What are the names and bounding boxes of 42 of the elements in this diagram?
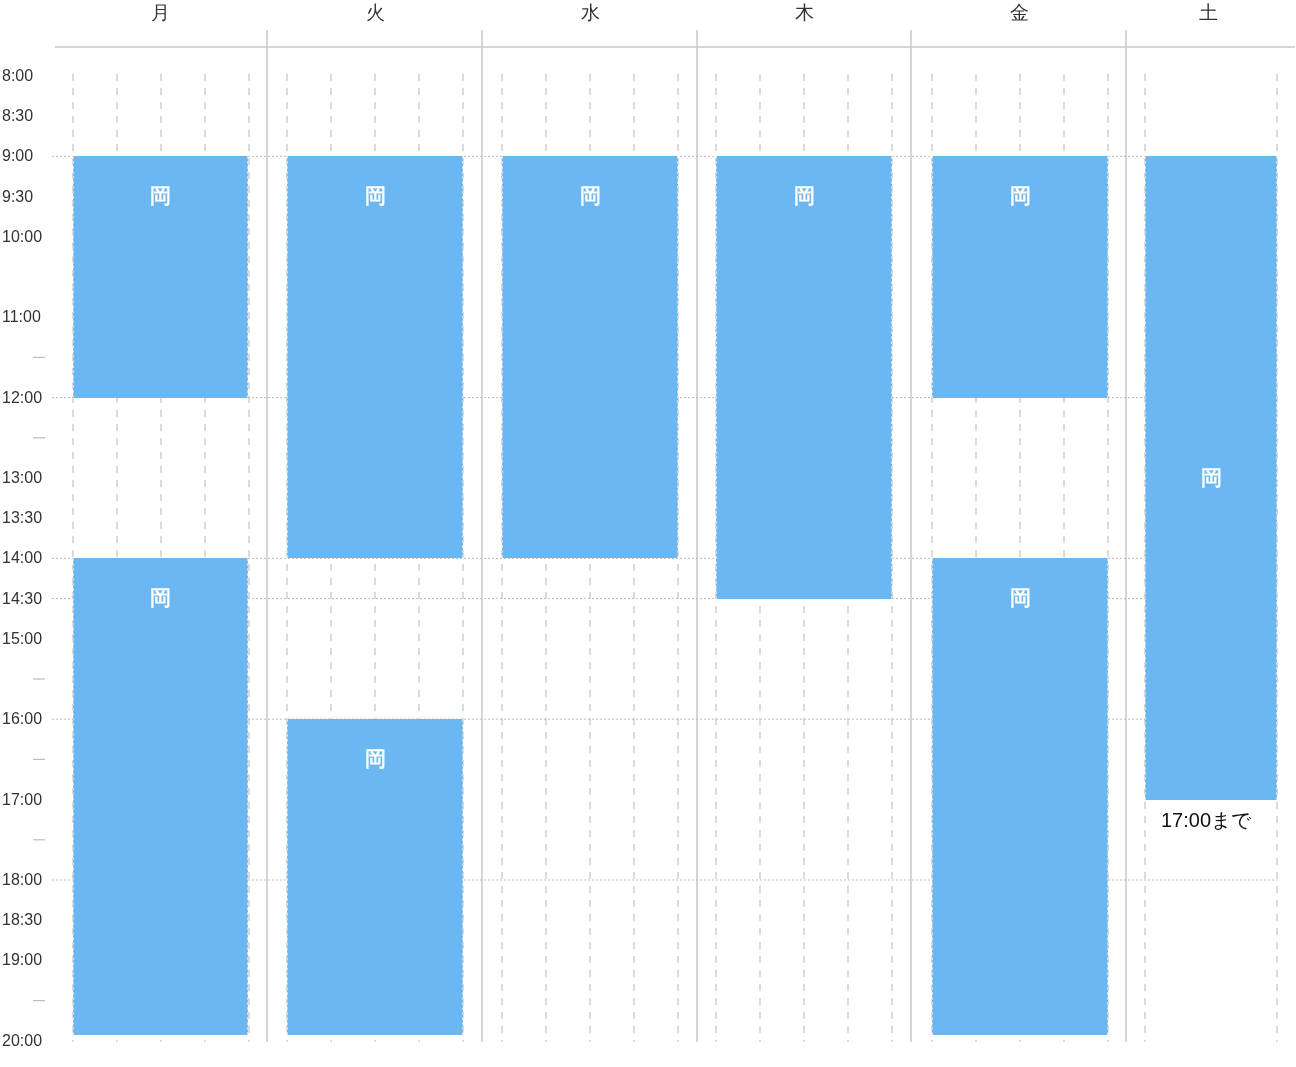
day-header: 土: [1198, 1, 1218, 25]
day-header: 金: [1009, 1, 1029, 25]
schedule-block: [73, 558, 248, 1035]
schedule-block: [287, 156, 463, 559]
block-label: 岡: [1009, 184, 1031, 209]
time-label: 20:00: [2, 1031, 43, 1050]
block-label: 岡: [579, 184, 601, 209]
block-label: 岡: [1009, 586, 1031, 611]
block-label: 岡: [364, 747, 386, 772]
time-label: 9:30: [2, 187, 34, 206]
day-header: 火: [365, 1, 385, 25]
day-header: 木: [794, 1, 814, 25]
time-label: 18:00: [2, 871, 43, 889]
time-label: 19:00: [2, 951, 43, 970]
time-label: 12:00: [2, 388, 43, 407]
time-label: 13:00: [2, 469, 43, 487]
schedule-block: [932, 558, 1108, 1035]
time-label: 13:30: [2, 509, 43, 528]
schedule-block: [1145, 156, 1277, 800]
block-label: 岡: [150, 184, 171, 209]
block-label: 岡: [793, 184, 815, 209]
time-label: 17:00: [2, 790, 43, 809]
time-label: 8:30: [2, 107, 34, 126]
time-label: 15:00: [2, 629, 43, 648]
time-label: 9:00: [2, 147, 34, 166]
time-label: 14:00: [2, 549, 43, 568]
time-label: 11:00: [2, 308, 41, 327]
time-label: 18:30: [2, 911, 43, 930]
schedule-block: [502, 156, 678, 559]
schedule-block: [932, 156, 1108, 398]
schedule-block: [287, 719, 463, 1035]
block-label: 岡: [150, 586, 171, 611]
schedule-block: [716, 156, 892, 599]
day-header: 月: [150, 1, 170, 25]
time-label: 14:30: [2, 589, 43, 608]
block-label: 岡: [1200, 466, 1222, 490]
time-label: 8:00: [2, 67, 34, 85]
block-label: 岡: [364, 184, 386, 209]
time-label: 16:00: [2, 710, 43, 729]
schedule-block: [73, 156, 248, 398]
day-header: 水: [580, 1, 600, 25]
time-label: 10:00: [2, 227, 43, 246]
